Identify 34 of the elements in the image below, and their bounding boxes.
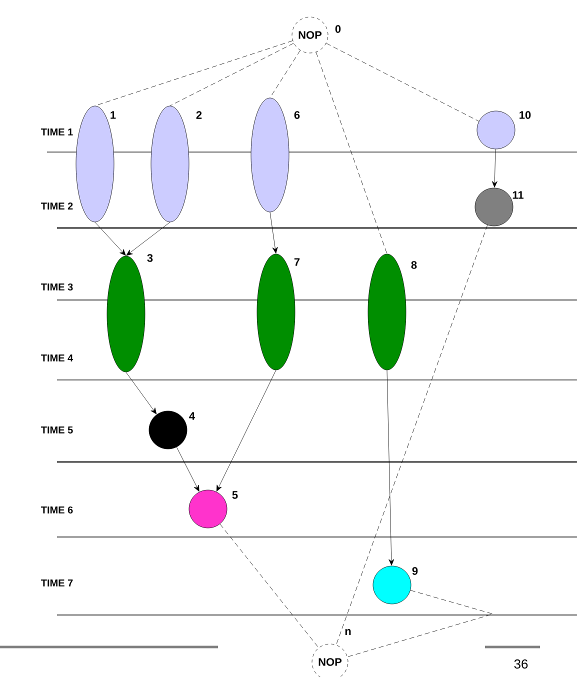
- node-number: n: [345, 629, 351, 635]
- connector-line: [347, 590, 494, 658]
- node-number: 10: [520, 111, 531, 119]
- node-number: 3: [147, 254, 153, 262]
- connector-line: [94, 40, 293, 106]
- node-number: 0: [335, 25, 341, 33]
- time-label: TIME 3: [41, 283, 73, 291]
- connector-line: [270, 50, 300, 98]
- node-number: 9: [412, 567, 418, 575]
- connector-line: [326, 43, 480, 122]
- node-number: 5: [232, 491, 238, 499]
- arrow: [492, 149, 498, 188]
- node-number: 8: [411, 261, 417, 269]
- time-label: TIME 5: [41, 426, 73, 434]
- arrow: [216, 370, 276, 492]
- time-label: TIME 4: [41, 354, 74, 362]
- connector-line: [316, 52, 388, 254]
- time-label: TIME 6: [41, 506, 73, 514]
- node-number: 11: [512, 191, 524, 199]
- connector-line: [170, 43, 294, 106]
- arrow: [176, 446, 200, 492]
- arrow: [270, 212, 278, 254]
- node-number: 6: [294, 111, 300, 119]
- arrow: [386, 370, 394, 566]
- arrow: [126, 372, 157, 414]
- node-number: 1: [110, 111, 116, 119]
- page-number: 36: [514, 659, 528, 669]
- connector-line: [220, 524, 319, 648]
- arrow: [126, 222, 170, 256]
- node-number: 2: [196, 111, 202, 119]
- arrow: [94, 222, 126, 256]
- time-label: TIME 7: [41, 580, 73, 586]
- node-number: 7: [294, 258, 300, 266]
- node-number: 4: [189, 412, 195, 420]
